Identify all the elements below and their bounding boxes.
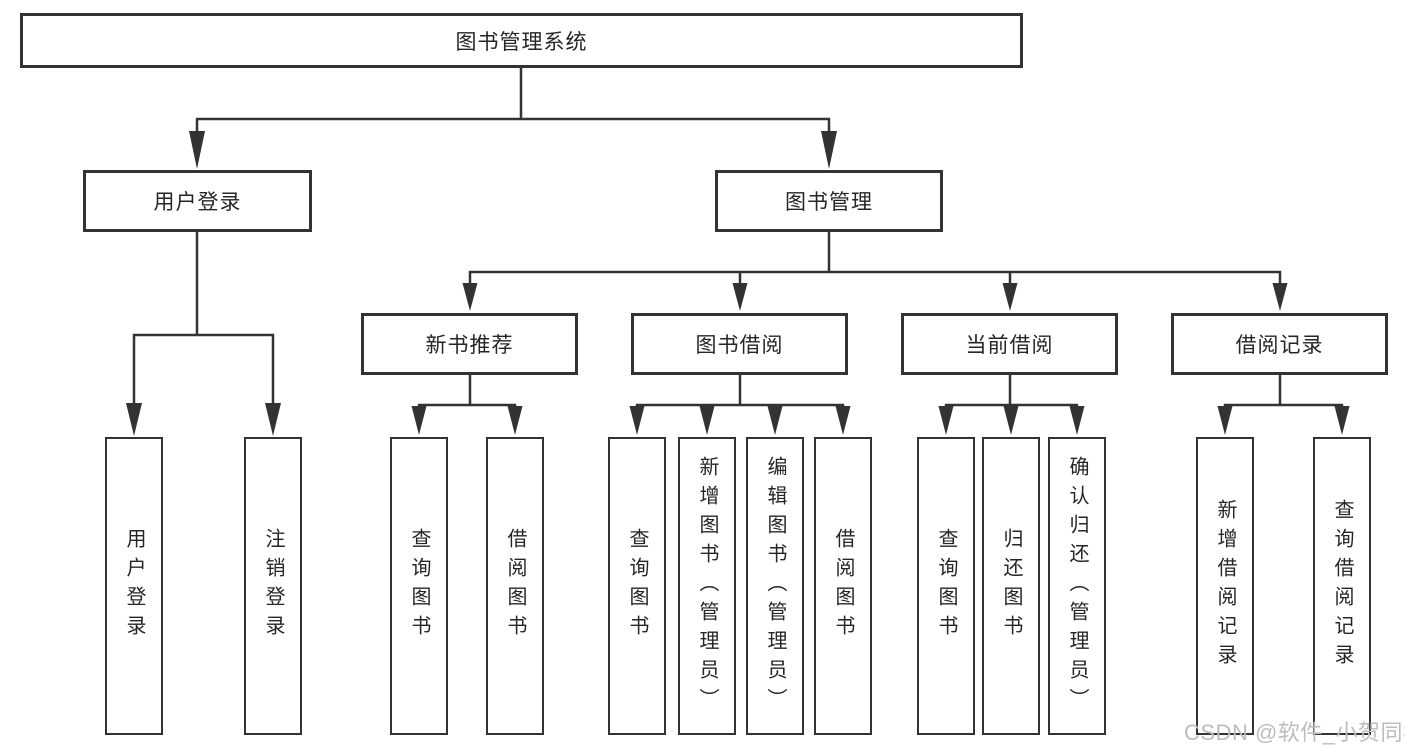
leaf-label: 查询图书 <box>626 528 648 644</box>
leaf-borrow-books-recommend: 借阅图书 <box>486 437 544 735</box>
node-borrow-records: 借阅记录 <box>1171 313 1388 375</box>
arrowhead <box>1272 283 1288 311</box>
arrowhead <box>1002 283 1018 311</box>
leaf-edit-books-admin: 编辑图书（管理员） <box>746 437 804 735</box>
node-book-borrow-label: 图书借阅 <box>695 334 784 357</box>
connector-user-login-to-leaves <box>126 232 281 436</box>
node-current-borrow-label: 当前借阅 <box>965 334 1054 357</box>
connector-current-borrow-to-leaves <box>938 375 1085 435</box>
arrowhead <box>1334 406 1350 435</box>
leaf-user-login: 用户登录 <box>105 437 163 735</box>
leaf-add-borrow-record: 新增借阅记录 <box>1196 437 1254 735</box>
arrowhead <box>411 406 427 435</box>
node-new-book-recommend: 新书推荐 <box>361 313 578 375</box>
leaf-label: 新增图书（管理员） <box>696 455 718 717</box>
leaf-label: 新增借阅记录 <box>1214 499 1236 673</box>
leaf-logout: 注销登录 <box>244 437 302 735</box>
arrowhead <box>189 131 205 169</box>
arrowhead <box>732 283 748 311</box>
leaf-label: 查询图书 <box>408 528 430 644</box>
arrowhead <box>835 406 851 435</box>
arrowhead <box>1069 406 1085 435</box>
arrowhead <box>699 406 715 435</box>
node-user-login-label: 用户登录 <box>153 191 242 214</box>
arrowhead <box>767 406 783 435</box>
leaf-confirm-return-admin: 确认归还（管理员） <box>1048 437 1106 735</box>
node-borrow-records-label: 借阅记录 <box>1235 334 1324 357</box>
leaf-query-books-current: 查询图书 <box>917 437 975 735</box>
leaf-query-books-recommend: 查询图书 <box>390 437 448 735</box>
arrowhead <box>938 406 954 435</box>
node-root-label: 图书管理系统 <box>455 30 588 54</box>
arrowhead <box>126 403 142 436</box>
leaf-query-borrow-record: 查询借阅记录 <box>1313 437 1371 735</box>
node-new-book-recommend-label: 新书推荐 <box>425 334 514 357</box>
connector-book-management-to-level3 <box>462 232 1288 311</box>
leaf-label: 借阅图书 <box>504 528 526 644</box>
node-root-system: 图书管理系统 <box>20 13 1023 68</box>
arrowhead <box>265 403 281 436</box>
leaf-label: 查询图书 <box>935 528 957 644</box>
connector-book-borrow-to-leaves <box>629 375 851 435</box>
connector-borrow-records-to-leaves <box>1217 375 1350 435</box>
leaf-label: 归还图书 <box>1000 528 1022 644</box>
connector-root-to-level2 <box>189 68 837 169</box>
arrowhead <box>629 406 645 435</box>
leaf-user-login-label: 用户登录 <box>123 528 145 644</box>
leaf-label: 查询借阅记录 <box>1331 499 1353 673</box>
node-current-borrow: 当前借阅 <box>901 313 1118 375</box>
connector-new-book-recommend-to-leaves <box>411 375 523 435</box>
leaf-add-books-admin: 新增图书（管理员） <box>678 437 736 735</box>
leaf-query-books-borrow: 查询图书 <box>608 437 666 735</box>
leaf-label: 编辑图书（管理员） <box>764 455 786 717</box>
arrowhead <box>821 131 837 169</box>
node-user-login: 用户登录 <box>83 170 312 232</box>
node-book-management-label: 图书管理 <box>785 191 873 214</box>
leaf-label: 借阅图书 <box>832 528 854 644</box>
arrowhead <box>507 406 523 435</box>
node-book-management: 图书管理 <box>715 170 943 232</box>
arrowhead <box>1217 406 1233 435</box>
node-book-borrow: 图书借阅 <box>631 313 848 375</box>
csdn-watermark: CSDN @软件_小贺同学 <box>1184 720 1405 745</box>
leaf-return-books: 归还图书 <box>982 437 1040 735</box>
arrowhead <box>1003 406 1019 435</box>
leaf-borrow-books: 借阅图书 <box>814 437 872 735</box>
leaf-logout-label: 注销登录 <box>262 528 284 644</box>
leaf-label: 确认归还（管理员） <box>1066 455 1088 717</box>
arrowhead <box>462 283 478 311</box>
